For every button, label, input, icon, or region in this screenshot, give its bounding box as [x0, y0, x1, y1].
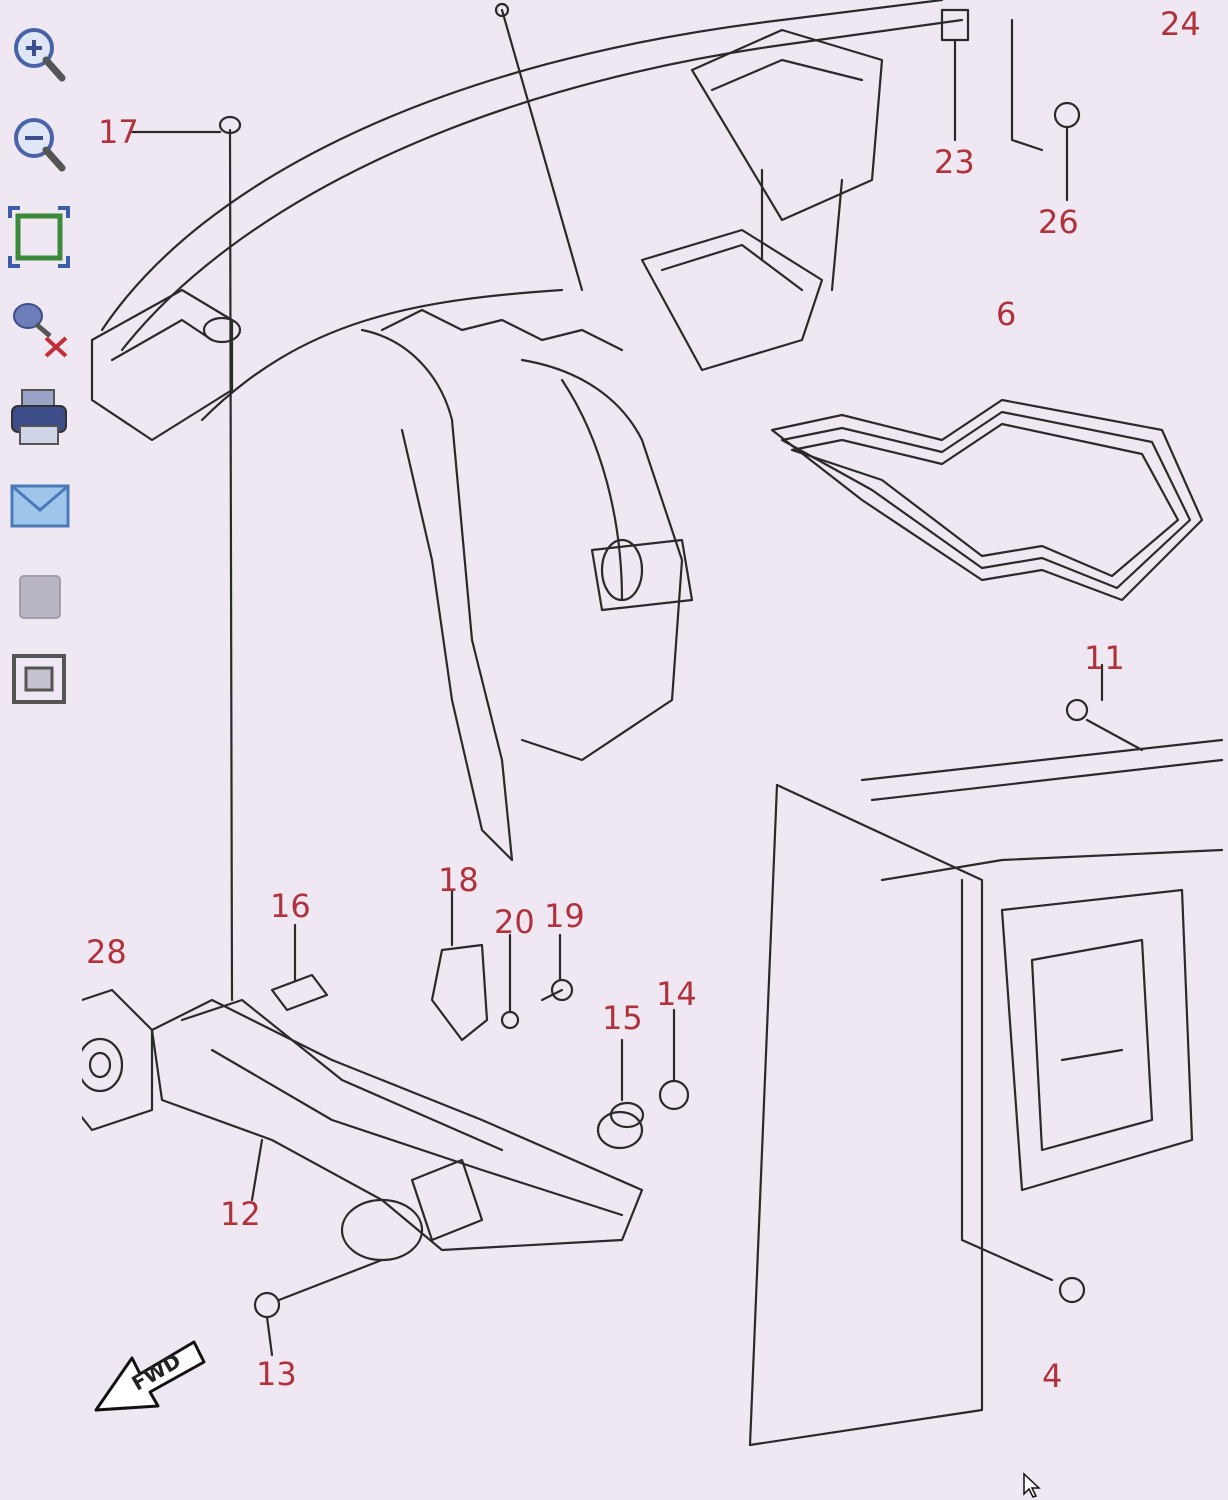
callout-12[interactable]: 12: [220, 1195, 261, 1233]
viewer-toolbar: [0, 0, 82, 1500]
callout-16[interactable]: 16: [270, 887, 311, 925]
callout-19[interactable]: 19: [544, 897, 585, 935]
disabled-tool-button[interactable]: [4, 562, 74, 632]
print-icon: [11, 389, 67, 445]
exploded-parts-drawing: FWD 24 17 23 26 6 11 18 16 20 19 28 14 1…: [82, 0, 1228, 1500]
callout-4[interactable]: 4: [1042, 1357, 1063, 1395]
callout-17[interactable]: 17: [98, 113, 139, 151]
frame-tool-icon: [12, 654, 66, 704]
zoom-out-button[interactable]: [4, 110, 74, 180]
callout-26[interactable]: 26: [1038, 203, 1079, 241]
print-button[interactable]: [4, 382, 74, 452]
remove-marker-icon: [13, 303, 68, 358]
callout-20[interactable]: 20: [494, 903, 535, 941]
fit-page-icon: [8, 206, 70, 268]
remove-marker-button[interactable]: [4, 290, 74, 360]
email-icon: [10, 484, 70, 528]
fit-page-button[interactable]: [4, 202, 74, 272]
callout-13[interactable]: 13: [256, 1355, 297, 1393]
disabled-tool-icon: [19, 575, 61, 619]
callout-11[interactable]: 11: [1084, 639, 1125, 677]
callout-6[interactable]: 6: [996, 295, 1017, 333]
zoom-in-icon: [14, 28, 66, 82]
callout-15[interactable]: 15: [602, 999, 643, 1037]
email-button[interactable]: [4, 470, 74, 540]
callout-28[interactable]: 28: [86, 933, 127, 971]
line-drawing: [82, 0, 1224, 1447]
callout-24[interactable]: 24: [1160, 5, 1201, 43]
callout-23[interactable]: 23: [934, 143, 975, 181]
callout-18[interactable]: 18: [438, 861, 479, 899]
frame-tool-button[interactable]: [4, 644, 74, 714]
callout-14[interactable]: 14: [656, 975, 697, 1013]
mouse-cursor-icon: [1023, 1472, 1041, 1498]
zoom-in-button[interactable]: [4, 20, 74, 90]
zoom-out-icon: [14, 118, 66, 172]
